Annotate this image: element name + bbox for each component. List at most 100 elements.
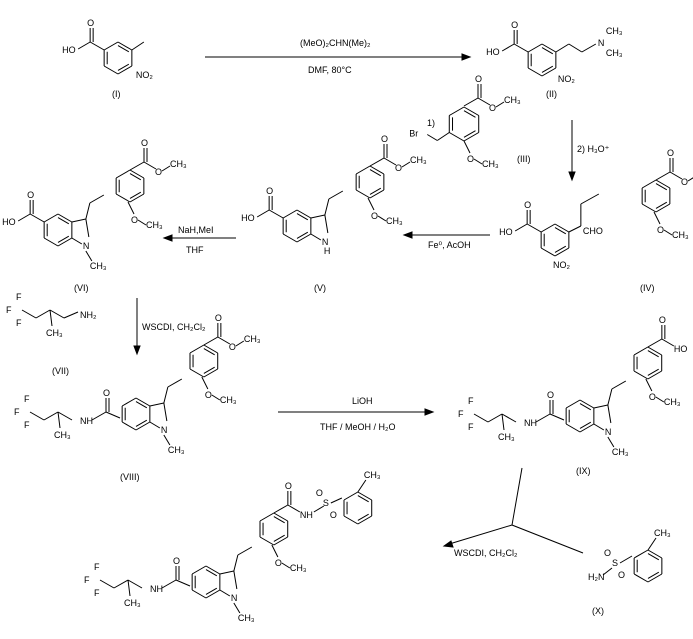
bond: [549, 413, 565, 421]
bond: [296, 209, 312, 219]
bond: [143, 161, 157, 170]
bond: [115, 193, 131, 203]
bond: [463, 130, 476, 138]
bond: [369, 157, 385, 167]
atom-label-ho: HO: [62, 45, 76, 55]
bond: [655, 396, 665, 403]
bond: [203, 368, 218, 378]
bond: [554, 227, 567, 235]
convergent-lines: [511, 467, 584, 554]
bond: [115, 169, 131, 179]
bond: [633, 346, 649, 356]
atom-label-n: N: [83, 241, 90, 251]
bond: [103, 41, 119, 51]
atom-label-ch3: CH₃: [482, 159, 499, 169]
bond: [281, 562, 291, 569]
bond: [203, 348, 215, 356]
bond: [449, 132, 465, 142]
atom-label-ch3: CH₃: [654, 528, 671, 538]
bond: [273, 516, 285, 524]
bond: [641, 203, 657, 213]
atom-label-n: N: [161, 425, 168, 435]
bond: [514, 223, 528, 232]
reagent-step1-top: (MeO)₂CHN(Me)₂: [300, 38, 371, 48]
bond: [655, 171, 671, 181]
bond: [35, 309, 51, 319]
bond: [647, 573, 663, 583]
bond: [687, 177, 693, 182]
bond: [149, 402, 164, 407]
atom-label-ho: HO: [674, 344, 688, 354]
bond: [256, 209, 270, 218]
bond: [647, 571, 660, 579]
bond: [607, 388, 613, 406]
atom-label-ho: HO: [486, 47, 500, 57]
bond: [357, 495, 369, 503]
bond: [541, 65, 554, 73]
atom-label-n: N: [605, 427, 612, 437]
bond: [357, 479, 367, 493]
bond: [633, 549, 649, 559]
bond: [369, 189, 385, 199]
bond: [117, 41, 133, 51]
bond: [273, 534, 285, 542]
bond: [541, 67, 557, 77]
bond: [201, 376, 209, 390]
bond: [77, 41, 91, 50]
atom-label-o: O: [87, 18, 94, 28]
bond: [63, 311, 79, 319]
bond: [324, 214, 329, 234]
bond: [579, 421, 592, 429]
atom-label-f: F: [24, 420, 30, 430]
bond: [655, 179, 671, 189]
bond: [593, 404, 608, 409]
bond: [21, 309, 37, 319]
atom-label-o: O: [215, 313, 222, 323]
bond: [633, 370, 649, 380]
bond: [233, 602, 241, 614]
bond: [355, 165, 371, 175]
bond: [205, 565, 221, 575]
bond: [191, 589, 207, 599]
bond: [513, 43, 529, 53]
bond: [579, 423, 595, 433]
bond: [310, 233, 322, 241]
atom-label-cho: CHO: [583, 226, 603, 236]
bond: [203, 344, 218, 354]
atom-label-o: O: [657, 225, 664, 235]
bond: [554, 245, 567, 253]
atom-label-ho: HO: [241, 213, 255, 223]
bond: [71, 218, 86, 223]
atom-label-o: O: [141, 138, 148, 148]
bond: [135, 397, 151, 407]
bond: [357, 491, 372, 501]
bond: [85, 250, 93, 262]
bond: [89, 194, 105, 204]
reagent-step4-bottom: THF: [186, 245, 204, 255]
atom-label-f: F: [84, 575, 90, 585]
atom-label-br: Br: [409, 129, 418, 139]
atom-label-f: F: [458, 409, 464, 419]
bond: [330, 497, 343, 504]
bond: [49, 309, 53, 327]
bond: [647, 346, 662, 356]
atom-label-ch3: CH₃: [606, 26, 623, 36]
bond: [129, 193, 145, 203]
bond: [619, 555, 633, 564]
bond: [131, 41, 145, 51]
atom-label-o: O: [395, 163, 402, 173]
bond: [541, 47, 554, 55]
bond: [473, 413, 489, 423]
atom-label-ch3: CH₃: [290, 563, 307, 573]
reagent-step6-bottom: THF / MeOH / H₂O: [320, 422, 396, 432]
bond: [296, 231, 309, 239]
atom-label-no2: NO₂: [558, 74, 576, 84]
arrowhead: [461, 53, 472, 61]
bond: [593, 423, 605, 431]
bond: [127, 579, 131, 597]
bond: [233, 570, 238, 590]
bond: [377, 215, 387, 222]
reagent-step6-top: LiOH: [352, 396, 373, 406]
atom-label-ch3: CH₃: [170, 159, 187, 169]
bond: [487, 413, 503, 423]
